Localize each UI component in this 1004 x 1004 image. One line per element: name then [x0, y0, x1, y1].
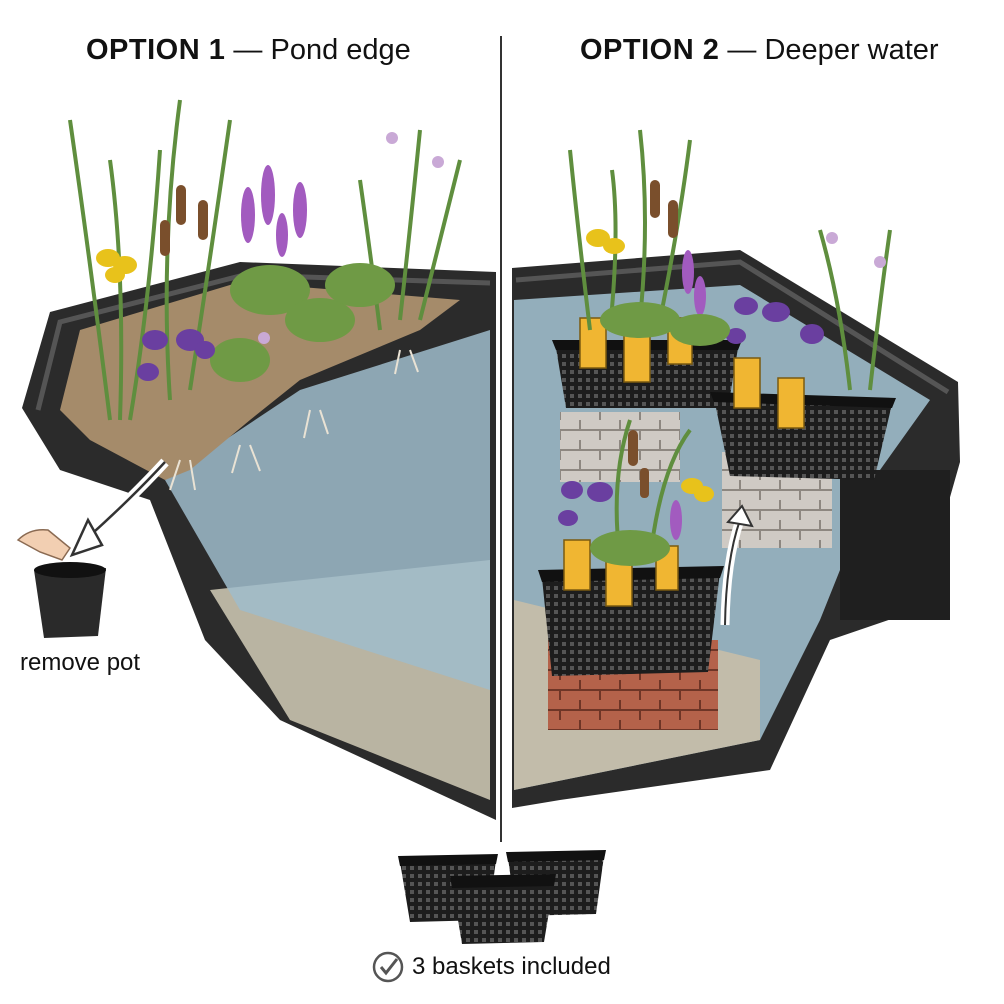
yellow-iris-right — [586, 229, 714, 502]
purple-iris-right — [558, 297, 824, 526]
option1-dash: — — [233, 34, 263, 66]
option2-desc: Deeper water — [764, 34, 939, 66]
bush-right — [590, 302, 730, 566]
option1-title: OPTION 1 — Pond edge — [86, 34, 411, 67]
roots-left — [169, 349, 419, 491]
option2-label: OPTION 2 — [580, 34, 720, 66]
inner-step-right — [840, 470, 950, 620]
cattails-right — [628, 180, 678, 498]
yellow-iris-left — [96, 249, 137, 283]
water-left — [165, 330, 490, 690]
option2-dash: — — [727, 34, 757, 66]
option1-label: OPTION 1 — [86, 34, 226, 66]
lift-arrowhead — [726, 504, 754, 528]
loosestrife-left — [241, 165, 307, 257]
check-circle-icon — [372, 951, 404, 983]
baskets-included-caption: 3 baskets included — [372, 951, 611, 983]
rush-flowers-left — [258, 132, 444, 344]
pond-rim-right — [515, 259, 950, 395]
cattails-left — [160, 185, 208, 256]
center-divider — [500, 36, 502, 842]
bush-left — [210, 263, 395, 382]
plant-pot-icon — [34, 562, 106, 638]
included-baskets — [398, 850, 606, 944]
basket-icon-center — [450, 874, 556, 944]
remove-pot-caption: remove pot — [20, 649, 141, 676]
option1-desc: Pond edge — [270, 34, 411, 66]
rush-flowers-right — [826, 232, 886, 268]
hand-icon — [16, 528, 72, 561]
loosestrife-right — [670, 250, 706, 540]
pond-left — [22, 99, 496, 820]
baskets-included-text: 3 baskets included — [412, 953, 611, 980]
remove-pot-arrowhead — [69, 517, 104, 558]
pond-right — [512, 129, 960, 808]
option2-title: OPTION 2 — Deeper water — [580, 34, 939, 67]
purple-iris-left — [137, 329, 215, 381]
